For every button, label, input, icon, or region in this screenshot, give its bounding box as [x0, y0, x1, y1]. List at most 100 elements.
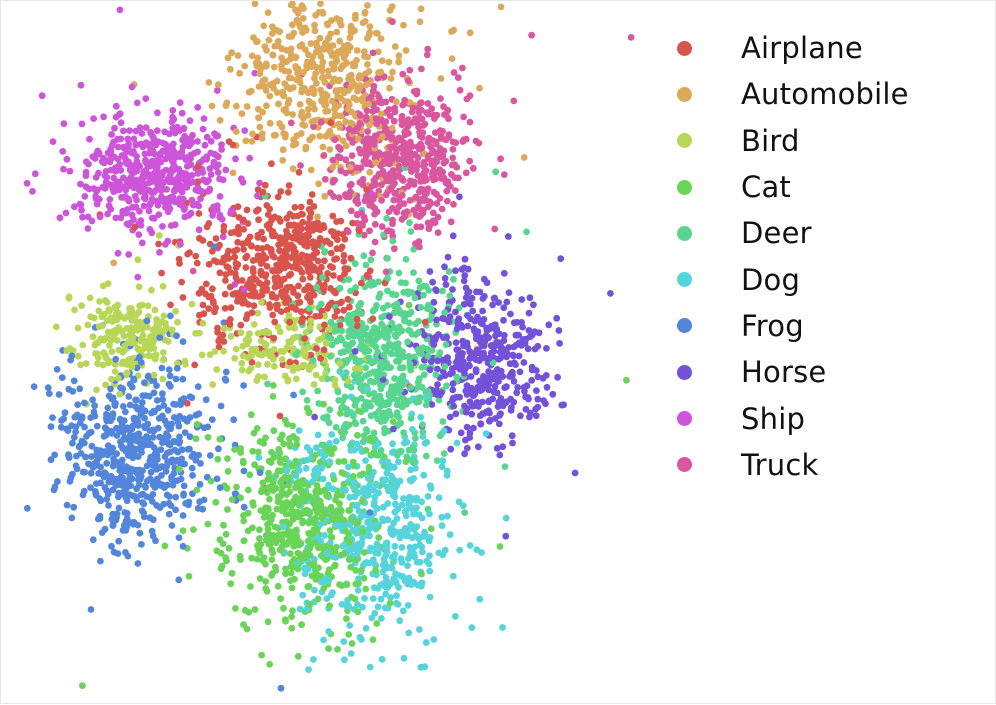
- point-airplane: [294, 254, 301, 262]
- point-dog: [350, 527, 358, 535]
- point-airplane: [254, 234, 262, 241]
- point-frog: [121, 509, 129, 516]
- point-horse: [429, 278, 436, 286]
- point-bird: [310, 381, 318, 388]
- point-truck: [429, 209, 437, 217]
- point-automobile: [378, 133, 386, 141]
- point-ship: [146, 226, 154, 233]
- point-dog: [390, 488, 398, 495]
- point-deer: [394, 340, 402, 347]
- point-frog: [240, 503, 248, 511]
- point-automobile: [330, 65, 338, 73]
- point-frog: [70, 433, 78, 441]
- point-dog: [438, 513, 446, 521]
- point-automobile: [336, 124, 344, 131]
- point-airplane: [266, 304, 274, 311]
- point-automobile: [293, 132, 301, 140]
- point-ship: [125, 140, 132, 148]
- point-automobile: [319, 143, 327, 151]
- point-airplane: [301, 335, 308, 342]
- point-horse: [444, 253, 452, 261]
- point-deer: [377, 451, 385, 459]
- point-airplane: [209, 297, 217, 305]
- point-bird: [135, 308, 143, 316]
- point-automobile: [266, 119, 274, 127]
- point-airplane: [333, 245, 341, 253]
- point-deer: [391, 375, 398, 382]
- point-truck: [413, 159, 421, 167]
- point-automobile: [346, 34, 354, 42]
- point-airplane: [283, 259, 290, 267]
- point-frog: [132, 396, 139, 404]
- point-ship: [77, 201, 85, 209]
- point-airplane: [258, 228, 265, 236]
- point-ship: [117, 167, 125, 174]
- point-airplane: [336, 274, 344, 282]
- point-bird: [220, 325, 228, 333]
- point-deer: [324, 333, 332, 341]
- point-cat: [375, 534, 383, 541]
- point-cat: [251, 606, 259, 613]
- point-automobile: [344, 106, 352, 113]
- point-frog: [109, 521, 117, 529]
- point-truck: [419, 129, 427, 137]
- point-truck: [417, 99, 425, 106]
- point-truck: [361, 216, 369, 224]
- point-dog: [354, 587, 362, 594]
- point-cat: [228, 496, 236, 503]
- point-dog: [389, 475, 396, 482]
- point-horse: [442, 281, 450, 288]
- point-dog: [402, 512, 410, 520]
- point-frog: [192, 456, 200, 464]
- point-cat: [326, 602, 333, 610]
- point-airplane: [283, 214, 291, 222]
- point-airplane: [329, 212, 337, 220]
- point-deer: [400, 288, 408, 296]
- point-cat: [250, 429, 258, 437]
- point-automobile: [319, 90, 326, 98]
- point-ship: [216, 193, 224, 200]
- point-ship: [219, 233, 227, 241]
- point-deer: [347, 442, 355, 449]
- point-dog: [303, 605, 310, 613]
- point-airplane: [211, 257, 218, 264]
- point-cat: [246, 471, 254, 479]
- point-frog: [172, 506, 180, 514]
- point-dog: [329, 485, 337, 493]
- point-truck: [406, 177, 414, 185]
- point-bird: [99, 361, 107, 369]
- point-ship: [85, 185, 93, 193]
- point-frog: [202, 396, 210, 404]
- point-frog: [112, 400, 119, 407]
- point-dog: [365, 491, 372, 499]
- point-truck: [466, 92, 474, 100]
- point-dog: [359, 534, 366, 542]
- point-airplane: [215, 337, 223, 345]
- point-truck: [416, 243, 423, 251]
- point-cat: [176, 465, 183, 473]
- point-truck: [348, 152, 356, 160]
- point-cat: [270, 427, 278, 435]
- point-dog: [326, 458, 333, 465]
- point-dog: [400, 495, 407, 502]
- point-truck: [417, 185, 425, 193]
- point-airplane: [209, 247, 216, 255]
- point-frog: [133, 496, 141, 504]
- point-deer: [410, 269, 417, 276]
- point-dog: [418, 498, 426, 506]
- point-frog: [115, 504, 123, 512]
- point-bird: [71, 306, 78, 314]
- point-ship: [142, 139, 150, 147]
- point-automobile: [299, 121, 307, 128]
- point-automobile: [402, 47, 410, 54]
- point-deer: [391, 324, 398, 332]
- point-dog: [314, 431, 322, 439]
- point-ship: [163, 186, 171, 193]
- point-dog: [395, 458, 402, 466]
- point-truck: [420, 206, 427, 214]
- point-truck: [430, 162, 438, 170]
- point-cat: [268, 556, 276, 563]
- point-airplane: [175, 255, 183, 263]
- point-airplane: [324, 270, 331, 277]
- point-truck: [425, 152, 432, 160]
